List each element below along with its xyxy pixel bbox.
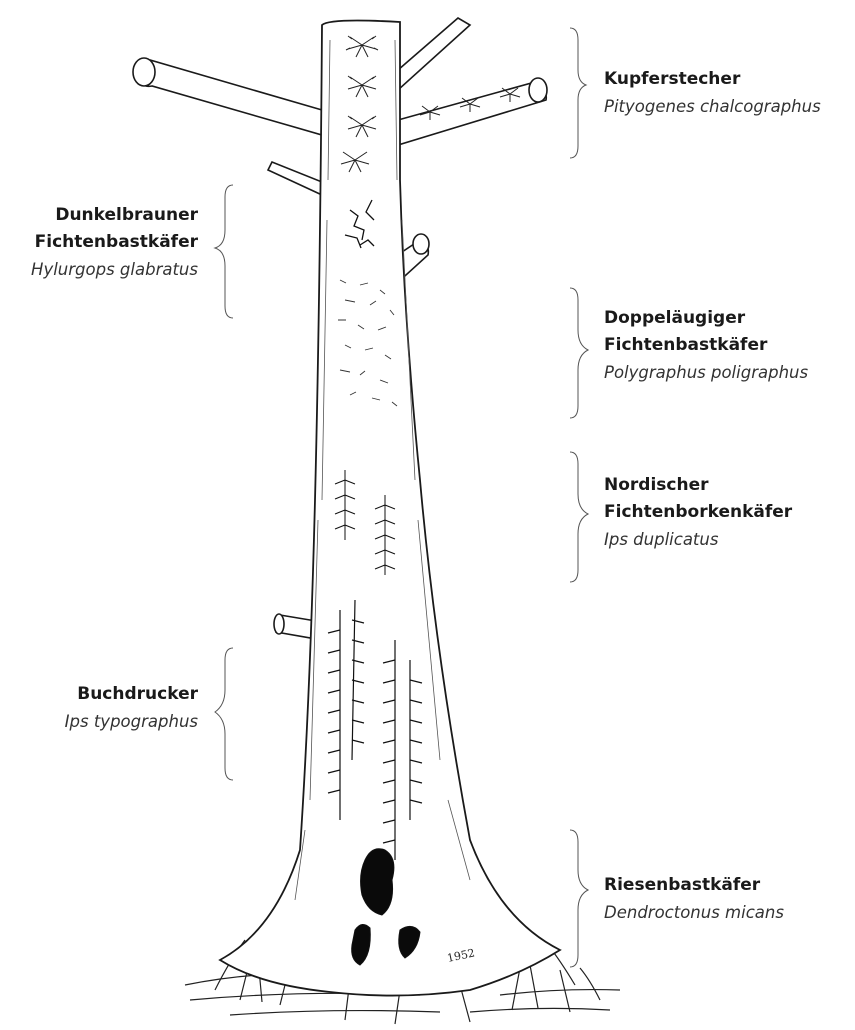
label-dunkelbrauner: Dunkelbrauner Fichtenbastkäfer Hylurgops…	[0, 202, 198, 283]
label-buchdrucker: Buchdrucker Ips typographus	[0, 681, 198, 735]
common-name: Doppeläugiger	[604, 305, 808, 332]
common-name: Riesenbastkäfer	[604, 872, 784, 899]
latin-name: Polygraphus poligraphus	[604, 359, 808, 386]
common-name: Dunkelbrauner	[0, 202, 198, 229]
common-name: Fichtenborkenkäfer	[604, 499, 792, 526]
common-name: Fichtenbastkäfer	[604, 332, 808, 359]
latin-name: Ips duplicatus	[604, 526, 792, 553]
latin-name: Dendroctonus micans	[604, 899, 784, 926]
latin-name: Ips typographus	[0, 708, 198, 735]
common-name: Kupferstecher	[604, 66, 821, 93]
latin-name: Pityogenes chalcographus	[604, 93, 821, 120]
common-name: Buchdrucker	[0, 681, 198, 708]
common-name: Nordischer	[604, 472, 792, 499]
common-name: Fichtenbastkäfer	[0, 229, 198, 256]
label-nordischer: Nordischer Fichtenborkenkäfer Ips duplic…	[604, 472, 792, 553]
label-riesenbast: Riesenbastkäfer Dendroctonus micans	[604, 872, 784, 926]
label-kupferstecher: Kupferstecher Pityogenes chalcographus	[604, 66, 821, 120]
label-doppelaeugiger: Doppeläugiger Fichtenbastkäfer Polygraph…	[604, 305, 808, 386]
latin-name: Hylurgops glabratus	[0, 256, 198, 283]
